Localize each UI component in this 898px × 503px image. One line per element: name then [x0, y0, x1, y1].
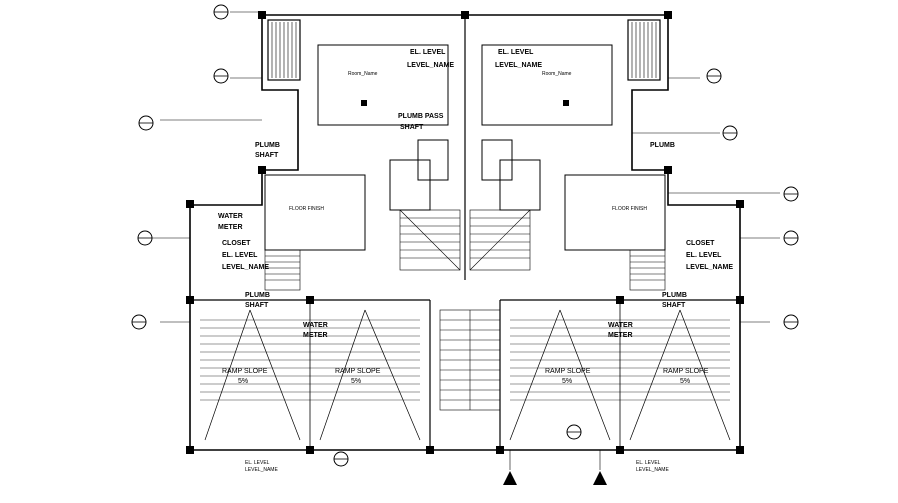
level-name-label: LEVEL_NAME	[222, 264, 270, 271]
section-marker-icon	[706, 68, 722, 84]
section-marker-icon	[131, 314, 147, 330]
central-stair	[399, 209, 531, 271]
level-label: EL. LEVEL	[245, 460, 270, 466]
section-marker-icon	[138, 115, 154, 131]
meter-label: METER	[608, 332, 633, 339]
bottom-stair	[439, 309, 501, 411]
meter-label: METER	[303, 332, 328, 339]
section-marker-icon	[137, 230, 153, 246]
level-name-label: LEVEL_NAME	[407, 62, 455, 69]
level-name-label: LEVEL_NAME	[245, 467, 278, 473]
ramp-slope-pct: 5%	[238, 378, 249, 385]
water-label: WATER	[218, 213, 243, 220]
closet-label: CLOSET	[686, 240, 715, 247]
shaft-label: SHAFT	[245, 302, 269, 309]
plumb-label: PLUMB	[255, 142, 280, 149]
shaft-label: SHAFT	[662, 302, 686, 309]
closet-label: CLOSET	[222, 240, 251, 247]
ramp-slope-label: RAMP SLOPE	[222, 368, 268, 375]
section-marker-icon	[333, 451, 349, 467]
level-name-label: LEVEL_NAME	[686, 264, 734, 271]
ramp-slope-label: RAMP SLOPE	[545, 368, 591, 375]
level-label: EL. LEVEL	[498, 49, 534, 56]
section-marker-icon	[566, 424, 582, 440]
floor-finish-label: FLOOR FINISH	[612, 206, 648, 212]
level-label: EL. LEVEL	[636, 460, 661, 466]
section-marker-icon	[783, 230, 799, 246]
section-marker-icon	[213, 68, 229, 84]
room-name-label: Room_Name	[542, 71, 572, 77]
shaft-label: SHAFT	[255, 152, 279, 159]
level-label: EL. LEVEL	[222, 252, 258, 259]
plumb-label: PLUMB PASS	[398, 113, 444, 120]
balcony-right	[627, 19, 661, 81]
room-mid-left	[264, 174, 366, 251]
building-outline	[189, 15, 741, 451]
section-marker-icon	[783, 314, 799, 330]
ramp-slope-pct: 5%	[351, 378, 362, 385]
level-name-label: LEVEL_NAME	[636, 467, 669, 473]
plumb-label: PLUMB	[245, 292, 270, 299]
plumb-label: PLUMB	[650, 142, 675, 149]
elevation-marker-icon	[592, 470, 608, 486]
room-name-label: Room_Name	[348, 71, 378, 77]
room-top-left	[317, 44, 449, 126]
room-top-right	[481, 44, 613, 126]
section-marker-icon	[783, 186, 799, 202]
shaft-label: SHAFT	[400, 124, 424, 131]
meter-label: METER	[218, 224, 243, 231]
garage-hatching	[200, 319, 730, 401]
room-mid-right	[564, 174, 666, 251]
ramp-slope-label: RAMP SLOPE	[335, 368, 381, 375]
floor-finish-label: FLOOR FINISH	[289, 206, 325, 212]
section-marker-icon	[722, 125, 738, 141]
ramp-slope-pct: 5%	[680, 378, 691, 385]
plumb-label: PLUMB	[662, 292, 687, 299]
section-marker-icon	[213, 4, 229, 20]
ramp-diagonals	[204, 309, 731, 441]
water-label: WATER	[303, 322, 328, 329]
elevation-marker-icon	[502, 470, 518, 486]
balcony-left	[267, 19, 301, 81]
water-label: WATER	[608, 322, 633, 329]
ramp-slope-label: RAMP SLOPE	[663, 368, 709, 375]
level-label: EL. LEVEL	[686, 252, 722, 259]
level-name-label: LEVEL_NAME	[495, 62, 543, 69]
level-label: EL. LEVEL	[410, 49, 446, 56]
ramp-slope-pct: 5%	[562, 378, 573, 385]
